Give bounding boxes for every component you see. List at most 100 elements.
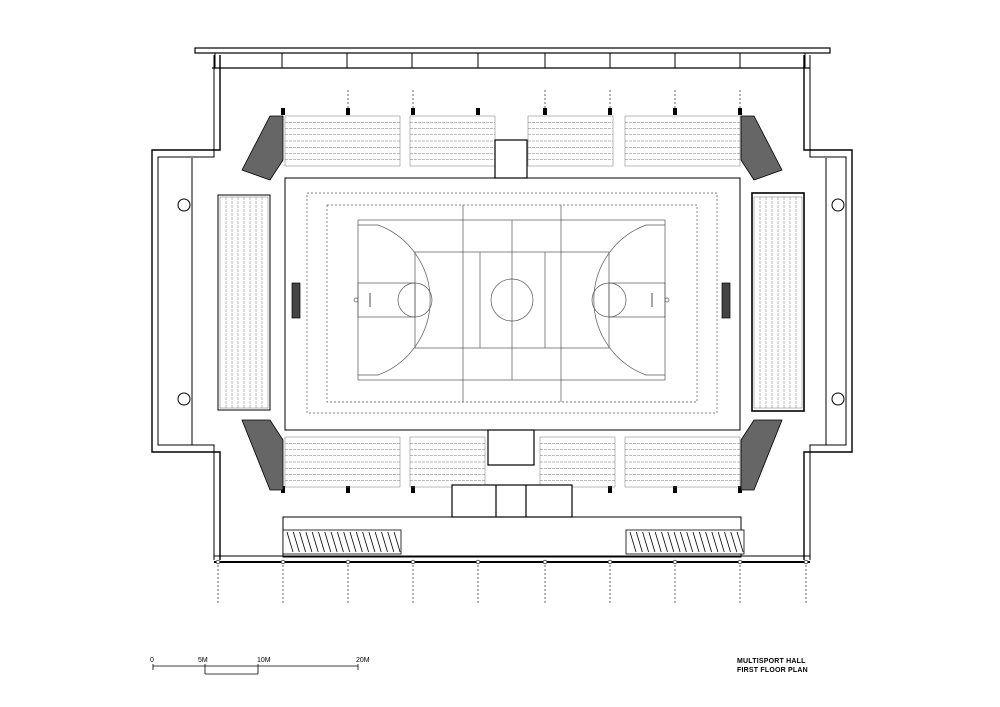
- round-feature-lt: [177, 198, 191, 212]
- pier: [411, 486, 415, 493]
- pier: [346, 108, 350, 115]
- pier: [608, 486, 612, 493]
- building-outline: [151, 47, 853, 563]
- ramp-step: [393, 531, 401, 553]
- ramp-step: [736, 531, 744, 553]
- access-tunnels: [217, 139, 805, 518]
- left-three-point-arc: [358, 224, 431, 376]
- right-side-tribune: [751, 192, 805, 412]
- ramp-step: [387, 531, 395, 553]
- corner-stand-tl: [241, 115, 284, 181]
- ramp-step: [318, 531, 325, 553]
- right-inner-wall: [809, 55, 847, 560]
- left-inner-wall: [157, 55, 215, 560]
- roof-mullions: [214, 53, 806, 68]
- round-feature-rt: [831, 198, 845, 212]
- column-post: [672, 559, 678, 565]
- pier: [476, 108, 480, 115]
- pier: [346, 486, 350, 493]
- column-post: [215, 559, 221, 565]
- ramp-step: [305, 531, 313, 553]
- ramp-step: [705, 531, 712, 553]
- ramp-step: [343, 531, 351, 553]
- ramp-step: [667, 531, 675, 553]
- ramp-step: [355, 531, 363, 553]
- ramp-step: [635, 531, 643, 553]
- ramp-step: [286, 531, 294, 553]
- column-post: [542, 559, 548, 565]
- corner-stands: [241, 115, 783, 491]
- ramp-step: [717, 531, 725, 553]
- pier: [738, 486, 742, 493]
- pier: [608, 108, 612, 115]
- left-goal: [291, 282, 301, 319]
- corner-stand-bl: [241, 419, 284, 491]
- top-tunnel: [494, 139, 528, 179]
- ramp-step: [362, 531, 369, 553]
- ramp-step: [311, 531, 319, 553]
- corner-stand-tr: [740, 115, 783, 181]
- title-line-1: MULTISPORT HALL: [737, 658, 806, 665]
- arena-floor: [284, 177, 741, 431]
- right-free-throw-circle: [591, 282, 627, 318]
- ramp-step: [374, 531, 382, 553]
- ramp-step: [724, 531, 731, 553]
- ramp-step: [642, 531, 649, 553]
- outer-dashed-zone: [306, 192, 718, 414]
- right-goal: [721, 282, 731, 319]
- pier: [543, 108, 547, 115]
- ramp-step: [381, 531, 388, 553]
- column-post: [345, 559, 351, 565]
- entrance-ramps: [282, 529, 745, 555]
- ramp-step: [324, 531, 332, 553]
- left-rim: [353, 297, 359, 303]
- right-key: [608, 282, 666, 318]
- court-boundary: [357, 219, 666, 381]
- pier: [411, 108, 415, 115]
- column-post: [475, 559, 481, 565]
- column-post: [803, 559, 809, 565]
- inner-dashed-zone: [326, 204, 698, 403]
- ramp-step: [654, 531, 662, 553]
- round-feature-lb: [177, 392, 191, 406]
- ramp-step: [648, 531, 656, 553]
- ramp-step: [292, 531, 300, 553]
- ramp-step: [698, 531, 706, 553]
- ramp-step: [368, 531, 376, 553]
- round-features: [177, 198, 845, 406]
- left-free-throw-circle: [397, 282, 433, 318]
- ramp-step: [730, 531, 738, 553]
- right-three-point-arc: [593, 224, 665, 376]
- ramp-step: [692, 531, 700, 553]
- pier: [673, 486, 677, 493]
- roof-edge: [194, 47, 831, 54]
- ramp-step: [330, 531, 338, 553]
- seating: [219, 115, 803, 488]
- left-key: [357, 282, 416, 318]
- right-outer-wall: [803, 55, 853, 560]
- ramp-step: [337, 531, 344, 553]
- basketball-court: [284, 177, 741, 431]
- column-grid: [215, 90, 809, 603]
- pier: [281, 108, 285, 115]
- scale-label-0: 0: [150, 657, 154, 664]
- scale-label-10m: 10M: [257, 657, 271, 664]
- left-side-tribune: [217, 194, 271, 411]
- left-outer-wall: [151, 55, 221, 560]
- round-feature-rb: [831, 392, 845, 406]
- bottom-service-block: [451, 484, 573, 518]
- title-line-2: FIRST FLOOR PLAN: [737, 667, 808, 674]
- right-ramp: [625, 529, 745, 555]
- scale-label-5m: 5M: [198, 657, 208, 664]
- pier: [673, 108, 677, 115]
- pier: [738, 108, 742, 115]
- ramp-step: [349, 531, 357, 553]
- scale-label-20m: 20M: [356, 657, 370, 664]
- ramp-step: [661, 531, 668, 553]
- center-circle: [490, 278, 534, 322]
- column-post: [280, 559, 286, 565]
- ramp-step: [711, 531, 719, 553]
- ramp-step: [686, 531, 694, 553]
- bottom-tunnel: [487, 429, 535, 466]
